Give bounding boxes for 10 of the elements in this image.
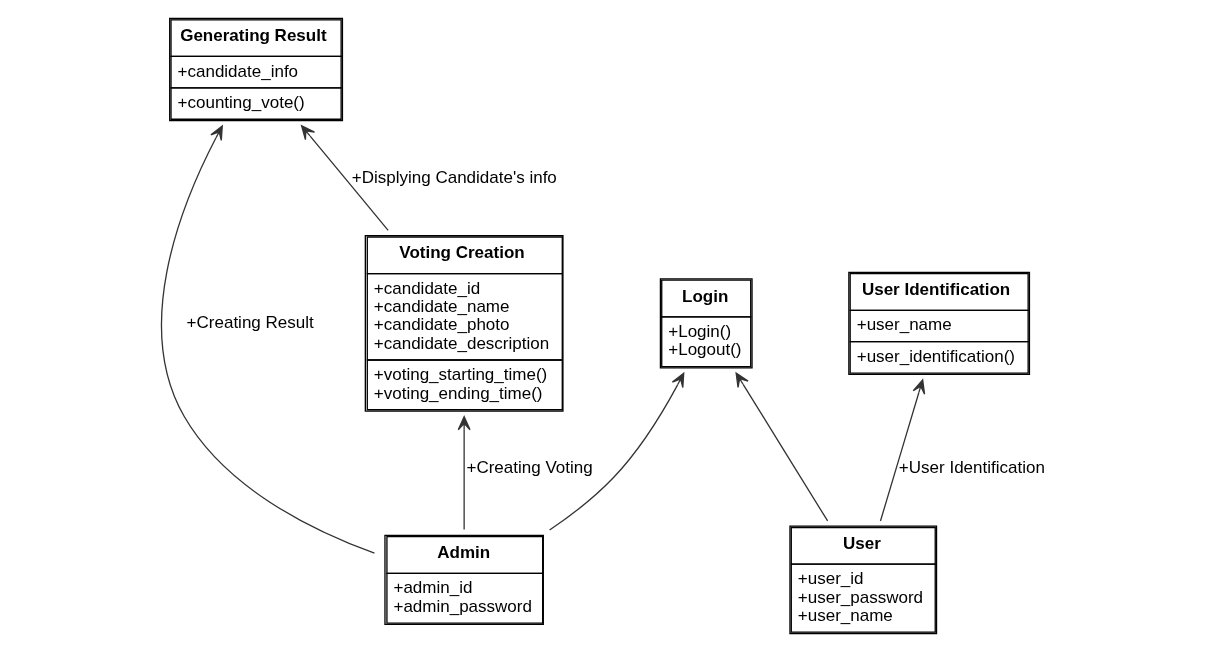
arrow (735, 372, 829, 522)
arrow (548, 372, 685, 531)
arrow (457, 416, 471, 531)
arrow (160, 125, 376, 554)
edge-label: +Creating Voting (466, 458, 593, 478)
edge-label: +Displying Candidate's info (351, 167, 557, 187)
arrow (300, 125, 389, 231)
edge-label: +User Identification (898, 458, 1045, 478)
arrow (879, 379, 926, 522)
edge-label: +Creating Result (186, 312, 314, 332)
